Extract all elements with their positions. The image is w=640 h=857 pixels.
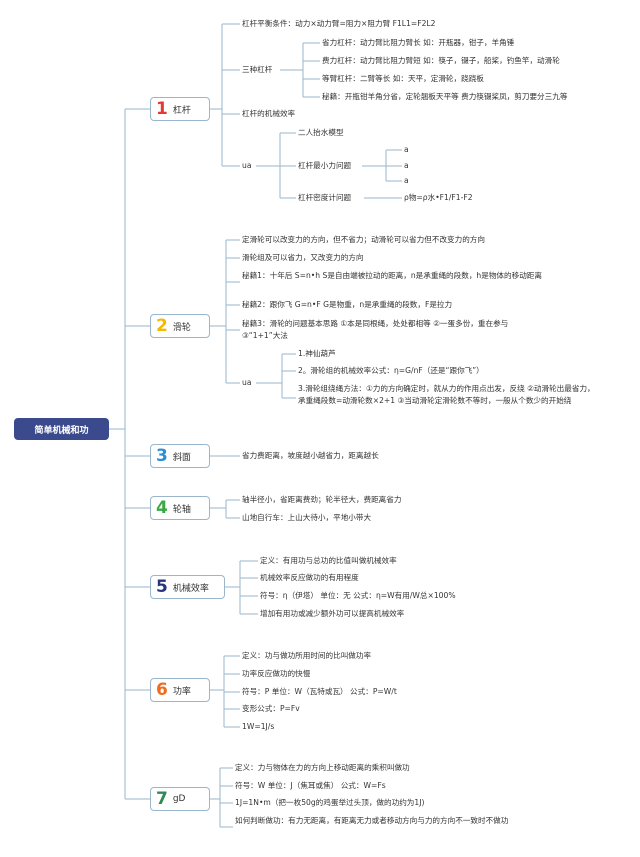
node-text[interactable]: 杠杆最小力问题 xyxy=(298,161,352,170)
node-text[interactable]: 杠杆密度计问题 xyxy=(298,193,352,202)
node-text[interactable]: 杠杆平衡条件：动力×动力臂=阻力×阻力臂 F1L1=F2L2 xyxy=(242,19,436,28)
branch-number: 2 xyxy=(156,316,168,336)
node-text[interactable]: 1W=1J/s xyxy=(242,722,275,731)
branch-number: 4 xyxy=(156,498,168,518)
node-text[interactable]: ua xyxy=(242,378,252,387)
node-text[interactable]: 等臂杠杆：二臂等长 如：天平，定滑轮，跷跷板 xyxy=(322,74,484,83)
node-text[interactable]: ρ物=ρ水•F1/F1-F2 xyxy=(404,193,473,202)
node-text[interactable]: 杠杆的机械效率 xyxy=(242,109,296,118)
branch-number: 3 xyxy=(156,446,168,466)
branch-label: gD xyxy=(172,794,186,804)
branch-label: 杠杆 xyxy=(172,105,191,116)
node-text[interactable]: a xyxy=(404,176,409,185)
root-node[interactable]: 简单机械和功 xyxy=(14,418,109,440)
branch-lever[interactable]: 1 杠杆 xyxy=(150,97,210,121)
branch-efficiency[interactable]: 5 机械效率 xyxy=(150,575,225,599)
node-text[interactable]: 如何判断做功：有力无距离，有距离无力或者移动方向与力的方向不一致时不做功 xyxy=(235,816,509,825)
branch-label: 斜面 xyxy=(172,452,191,463)
branch-number: 7 xyxy=(156,789,168,809)
node-text[interactable]: 秘籍3：滑轮的问题基本思路 ①本是同根绳，处处都相等 ②一蛋多份，重在参与 ③“… xyxy=(242,319,509,340)
node-text[interactable]: 功率反应做功的快慢 xyxy=(242,669,311,678)
branch-number: 1 xyxy=(156,99,168,119)
branch-work[interactable]: 7 gD xyxy=(150,787,210,811)
branch-label: 轮轴 xyxy=(172,504,191,515)
node-text[interactable]: a xyxy=(404,145,409,154)
node-text[interactable]: 定滑轮可以改变力的方向，但不省力；动滑轮可以省力但不改变力的方向 xyxy=(242,235,485,244)
branch-power[interactable]: 6 功率 xyxy=(150,678,210,702)
node-text[interactable]: 二人抬水模型 xyxy=(298,128,344,137)
node-text[interactable]: a xyxy=(404,161,409,170)
branch-wheel-axle[interactable]: 4 轮轴 xyxy=(150,496,210,520)
node-text[interactable]: 符号：P 单位：W（瓦特或瓦） 公式：P=W/t xyxy=(242,687,397,696)
node-text[interactable]: 符号：W 单位：J（焦耳或焦） 公式：W=Fs xyxy=(235,781,386,790)
node-text[interactable]: 定义：有用功与总功的比值叫做机械效率 xyxy=(260,556,397,565)
node-text[interactable]: 三种杠杆 xyxy=(242,65,273,74)
node-text[interactable]: 1.神仙葫芦 xyxy=(298,349,336,358)
branch-incline[interactable]: 3 斜面 xyxy=(150,444,210,468)
node-text[interactable]: 山地自行车：上山大待小，平地小带大 xyxy=(242,513,372,522)
node-text[interactable]: 增加有用功或减少额外功可以提高机械效率 xyxy=(260,609,405,618)
node-text[interactable]: 秘籍1：十年后 S=n•h S是自由端被拉动的距离，n是承重绳的段数，h是物体的… xyxy=(242,271,542,280)
node-text[interactable]: 轴半径小，省距离费劲；轮半径大，费距离省力 xyxy=(242,495,402,504)
node-text[interactable]: 秘籍2：跟你飞 G=n•F G是物重，n是承重绳的段数，F是拉力 xyxy=(242,300,453,309)
node-text[interactable]: 省力费距离，坡度越小越省力，距离越长 xyxy=(242,451,379,460)
branch-label: 功率 xyxy=(172,686,191,697)
branch-pulley[interactable]: 2 滑轮 xyxy=(150,314,210,338)
branch-number: 6 xyxy=(156,680,168,700)
node-text[interactable]: 定义：功与做功所用时间的比叫做功率 xyxy=(242,651,372,660)
node-text[interactable]: 3.滑轮组绕绳方法：①力的方向确定时，就从力的作用点出发，反绕 ②动滑轮出最省力… xyxy=(298,384,595,405)
node-text[interactable]: 滑轮组及可以省力，又改变力的方向 xyxy=(242,253,364,262)
node-text[interactable]: 2。滑轮组的机械效率公式：η=G/nF（还是“跟你飞”） xyxy=(298,366,484,375)
node-text[interactable]: 符号：η（伊塔） 单位：无 公式：η=W有用/W总×100% xyxy=(260,591,456,600)
branch-number: 5 xyxy=(156,577,168,597)
node-text[interactable]: 定义：力与物体在力的方向上移动距离的乘积叫做功 xyxy=(235,763,410,772)
node-text[interactable]: 秘籍：开瓶钳羊角分省，定轮翘板天平等 费力筷镊桨凤，剪刀要分三九等 xyxy=(322,92,568,101)
node-text[interactable]: 1J=1N•m（把一枚50g的鸡蛋举过头顶，做的功约为1J) xyxy=(235,798,425,807)
node-text[interactable]: ua xyxy=(242,161,252,170)
node-text[interactable]: 费力杠杆：动力臂比阻力臂短 如：筷子，镊子，船桨，钓鱼竿，动滑轮 xyxy=(322,56,560,65)
node-text[interactable]: 机械效率反应做功的有用程度 xyxy=(260,573,359,582)
node-text[interactable]: 变形公式：P=Fv xyxy=(242,704,300,713)
branch-label: 机械效率 xyxy=(172,583,209,594)
node-text[interactable]: 省力杠杆：动力臂比阻力臂长 如：开瓶器，钳子，羊角锤 xyxy=(322,38,515,47)
branch-label: 滑轮 xyxy=(172,322,191,333)
